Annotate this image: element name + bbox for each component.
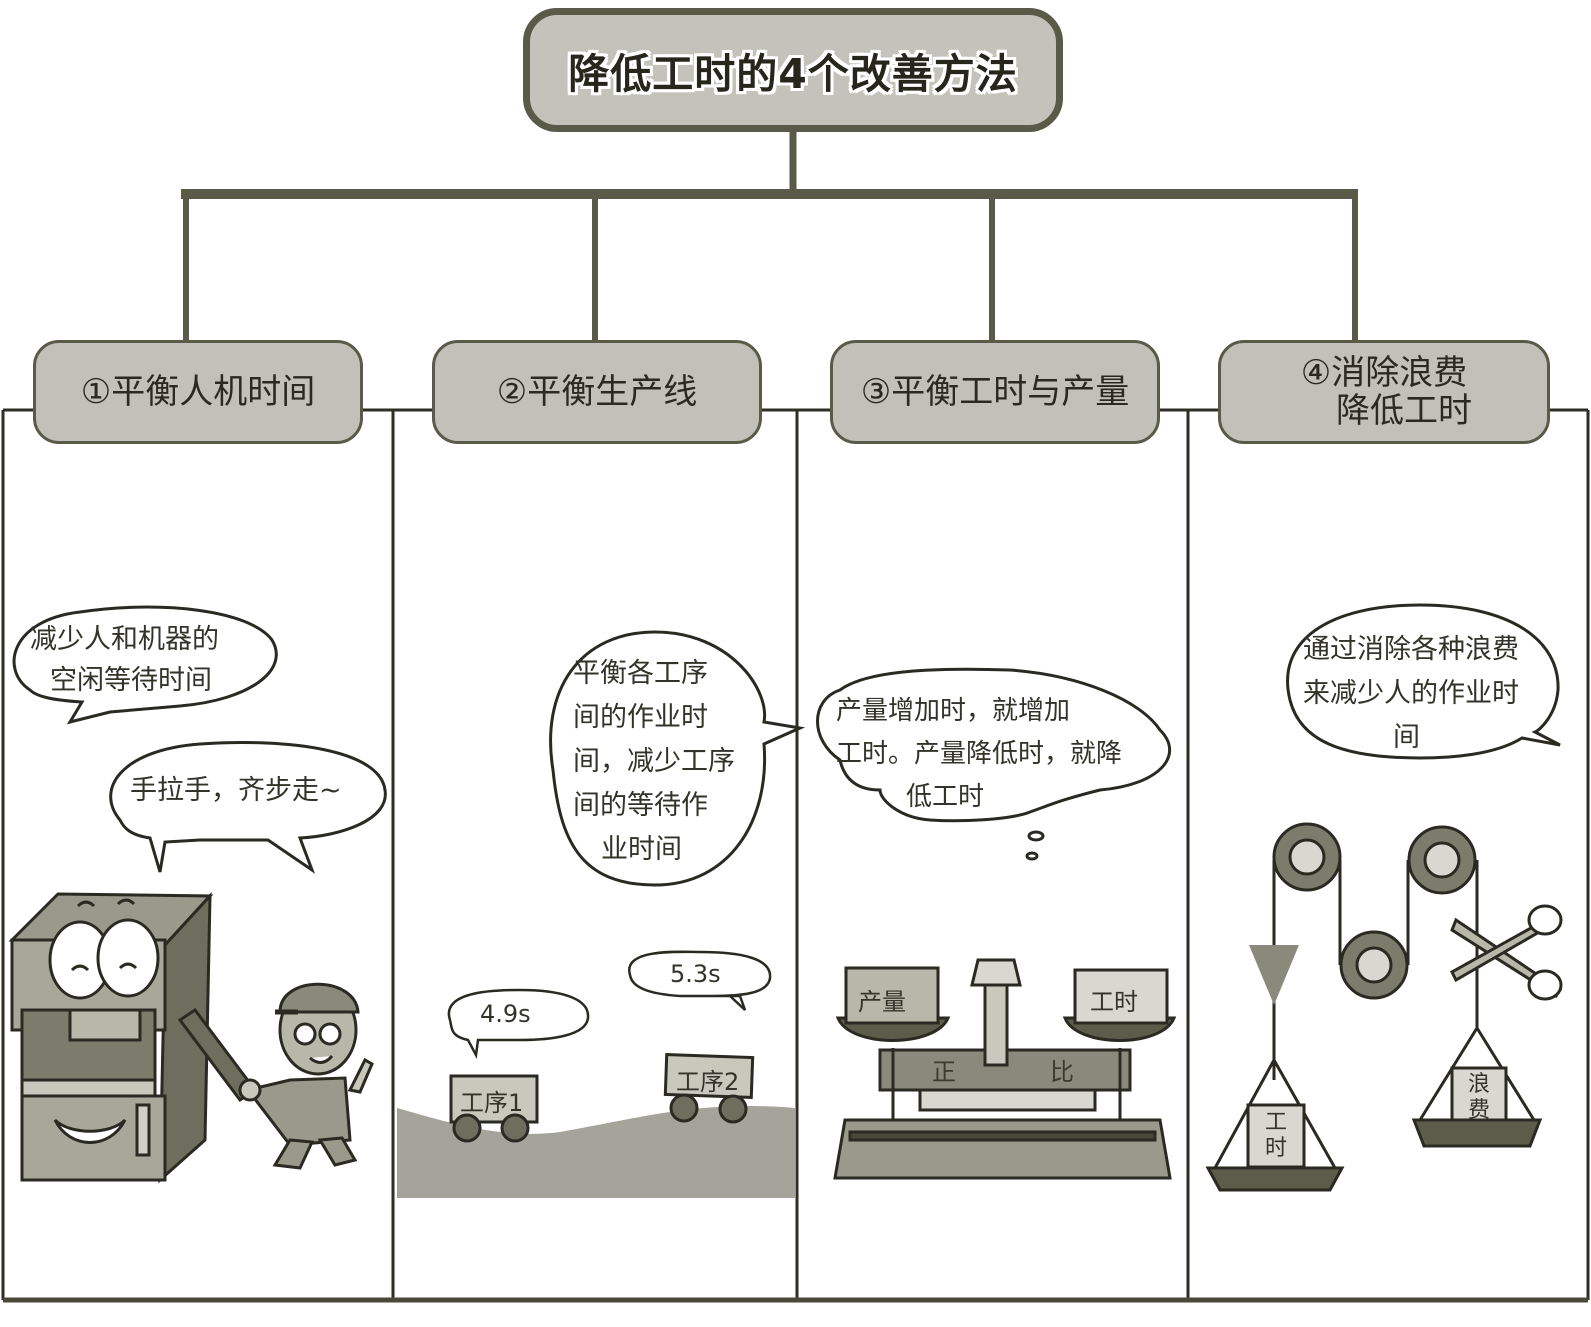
bubble-1-line-1: 减少人和机器的	[30, 624, 219, 655]
method-4-box: ④消除浪费 降低工时	[1218, 340, 1550, 444]
bubble-5-line-1: 通过消除各种浪费	[1303, 634, 1519, 665]
method-4-label-line-1: ④消除浪费	[1300, 353, 1468, 393]
bubble-3-line-2: 间的作业时	[573, 702, 708, 733]
bubble-5-line-2: 来减少人的作业时	[1303, 678, 1519, 709]
bubble-3-text: 平衡各工序 间的作业时 间，减少工序 间的等待作 业时间	[573, 652, 735, 872]
pulley-system-shape	[1205, 822, 1563, 1192]
method-3-label: ③平衡工时与产量	[860, 372, 1130, 412]
method-2-label: ②平衡生产线	[496, 372, 698, 412]
speech-bubble-shape	[109, 741, 387, 874]
scale-left-pan-label: 产量	[858, 988, 906, 1016]
speech-bubble-shape	[549, 630, 806, 887]
cart-shape	[449, 1052, 755, 1143]
hill-ground	[397, 1106, 795, 1198]
method-1-box: ①平衡人机时间	[33, 340, 363, 444]
bubble-3-line-3: 间，减少工序	[573, 746, 735, 777]
cart-1-label: 工序1	[460, 1089, 524, 1117]
bubble-5-text: 通过消除各种浪费 来减少人的作业时 间	[1303, 628, 1519, 760]
scale-right-pan-label: 工时	[1090, 988, 1138, 1016]
worker-character	[238, 982, 374, 1170]
bubble-4-text: 产量增加时，就增加 工时。产量降低时，就降 低工时	[836, 690, 1122, 819]
cart-1-time: 4.9s	[480, 1000, 531, 1028]
bubble-5-line-3: 间	[1393, 722, 1420, 753]
balance-scale-shape	[833, 958, 1177, 1180]
pulley-right-weight-label: 浪费	[1467, 1072, 1490, 1123]
bubble-4-line-1: 产量增加时，就增加	[836, 696, 1071, 726]
thought-bubble-shape	[816, 667, 1172, 861]
diagram-title-box: 降低工时的4个改善方法	[523, 8, 1063, 132]
speech-bubble-shape	[12, 605, 278, 725]
method-3-box: ③平衡工时与产量	[830, 340, 1160, 444]
scale-beam-label-right: 比	[1050, 1058, 1074, 1086]
time-bubble-shape	[447, 950, 772, 1060]
bubble-3-line-1: 平衡各工序	[573, 658, 708, 689]
bubble-4-line-2: 工时。产量降低时，就降	[836, 739, 1123, 769]
panel-frame	[1, 408, 1590, 1303]
bubble-1-line-2: 空闲等待时间	[50, 665, 212, 696]
cart-2-time: 5.3s	[670, 960, 721, 988]
bubble-2-line-1: 手拉手，齐步走~	[130, 775, 342, 806]
bubble-1-text: 减少人和机器的 空闲等待时间	[30, 619, 219, 701]
bubble-4-line-3: 低工时	[906, 782, 985, 812]
scale-beam-label-left: 正	[932, 1058, 956, 1086]
speech-bubble-shape	[1286, 603, 1561, 760]
method-1-label: ①平衡人机时间	[80, 372, 316, 412]
method-4-label-line-2: 降低工时	[1336, 391, 1472, 431]
pulley-left-weight-label: 工时	[1264, 1110, 1287, 1161]
bubble-3-line-4: 间的等待作	[573, 790, 708, 821]
bubble-3-line-5: 业时间	[601, 834, 682, 865]
machine-character	[8, 892, 258, 1184]
cart-2-label: 工序2	[676, 1068, 740, 1096]
method-2-box: ②平衡生产线	[432, 340, 762, 444]
bubble-2-text: 手拉手，齐步走~	[130, 770, 342, 811]
tree-connectors	[181, 132, 1358, 342]
diagram-title: 降低工时的4个改善方法	[568, 50, 1018, 98]
